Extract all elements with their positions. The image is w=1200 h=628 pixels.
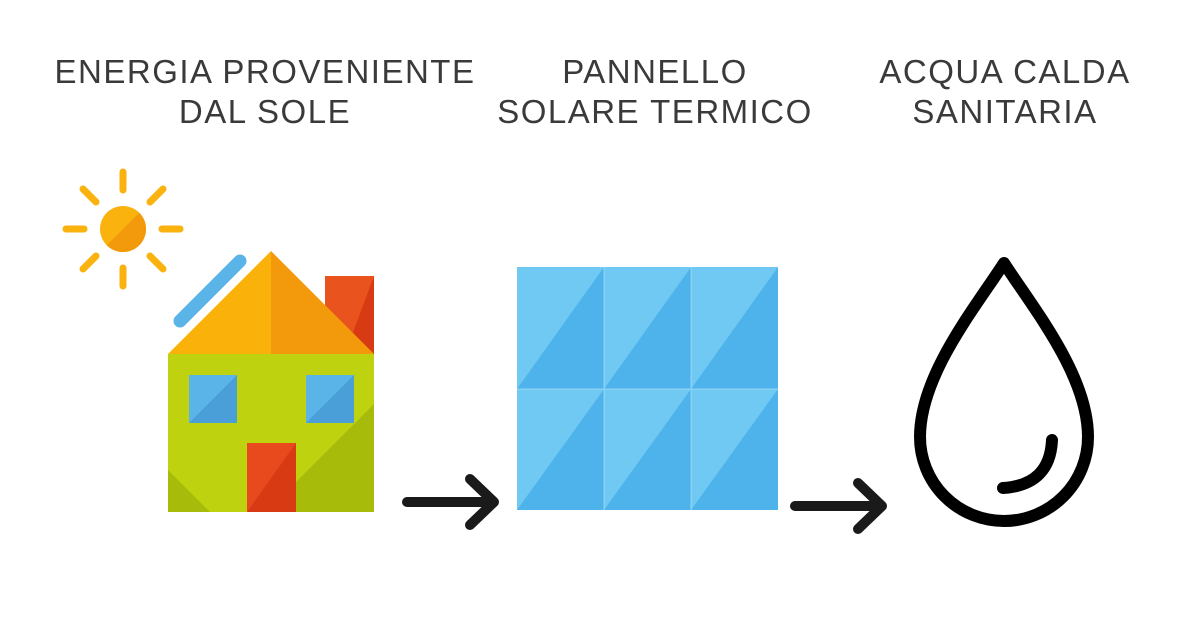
caption-line: ENERGIA PROVENIENTE: [54, 53, 476, 90]
caption-line: ACQUA CALDA: [879, 53, 1131, 90]
caption-line: PANNELLO: [562, 53, 748, 90]
right-arrow-icon: [402, 474, 499, 530]
caption-line: DAL SOLE: [178, 93, 352, 130]
right-arrow-icon: [790, 478, 887, 534]
roof: [168, 251, 271, 354]
step-caption-hot-water: ACQUA CALDA SANITARIA: [840, 52, 1170, 132]
step-caption-solar-panel: PANNELLO SOLARE TERMICO: [480, 52, 830, 132]
water-drop-icon: [914, 257, 1094, 527]
caption-line: SANITARIA: [912, 93, 1098, 130]
roof-solar-collector: [173, 254, 247, 328]
solar-panel-icon: [517, 267, 778, 510]
house-icon: [168, 251, 374, 512]
caption-line: SOLARE TERMICO: [497, 93, 813, 130]
sun-icon: [62, 168, 184, 290]
step-caption-sun-energy: ENERGIA PROVENIENTE DAL SOLE: [40, 52, 490, 132]
